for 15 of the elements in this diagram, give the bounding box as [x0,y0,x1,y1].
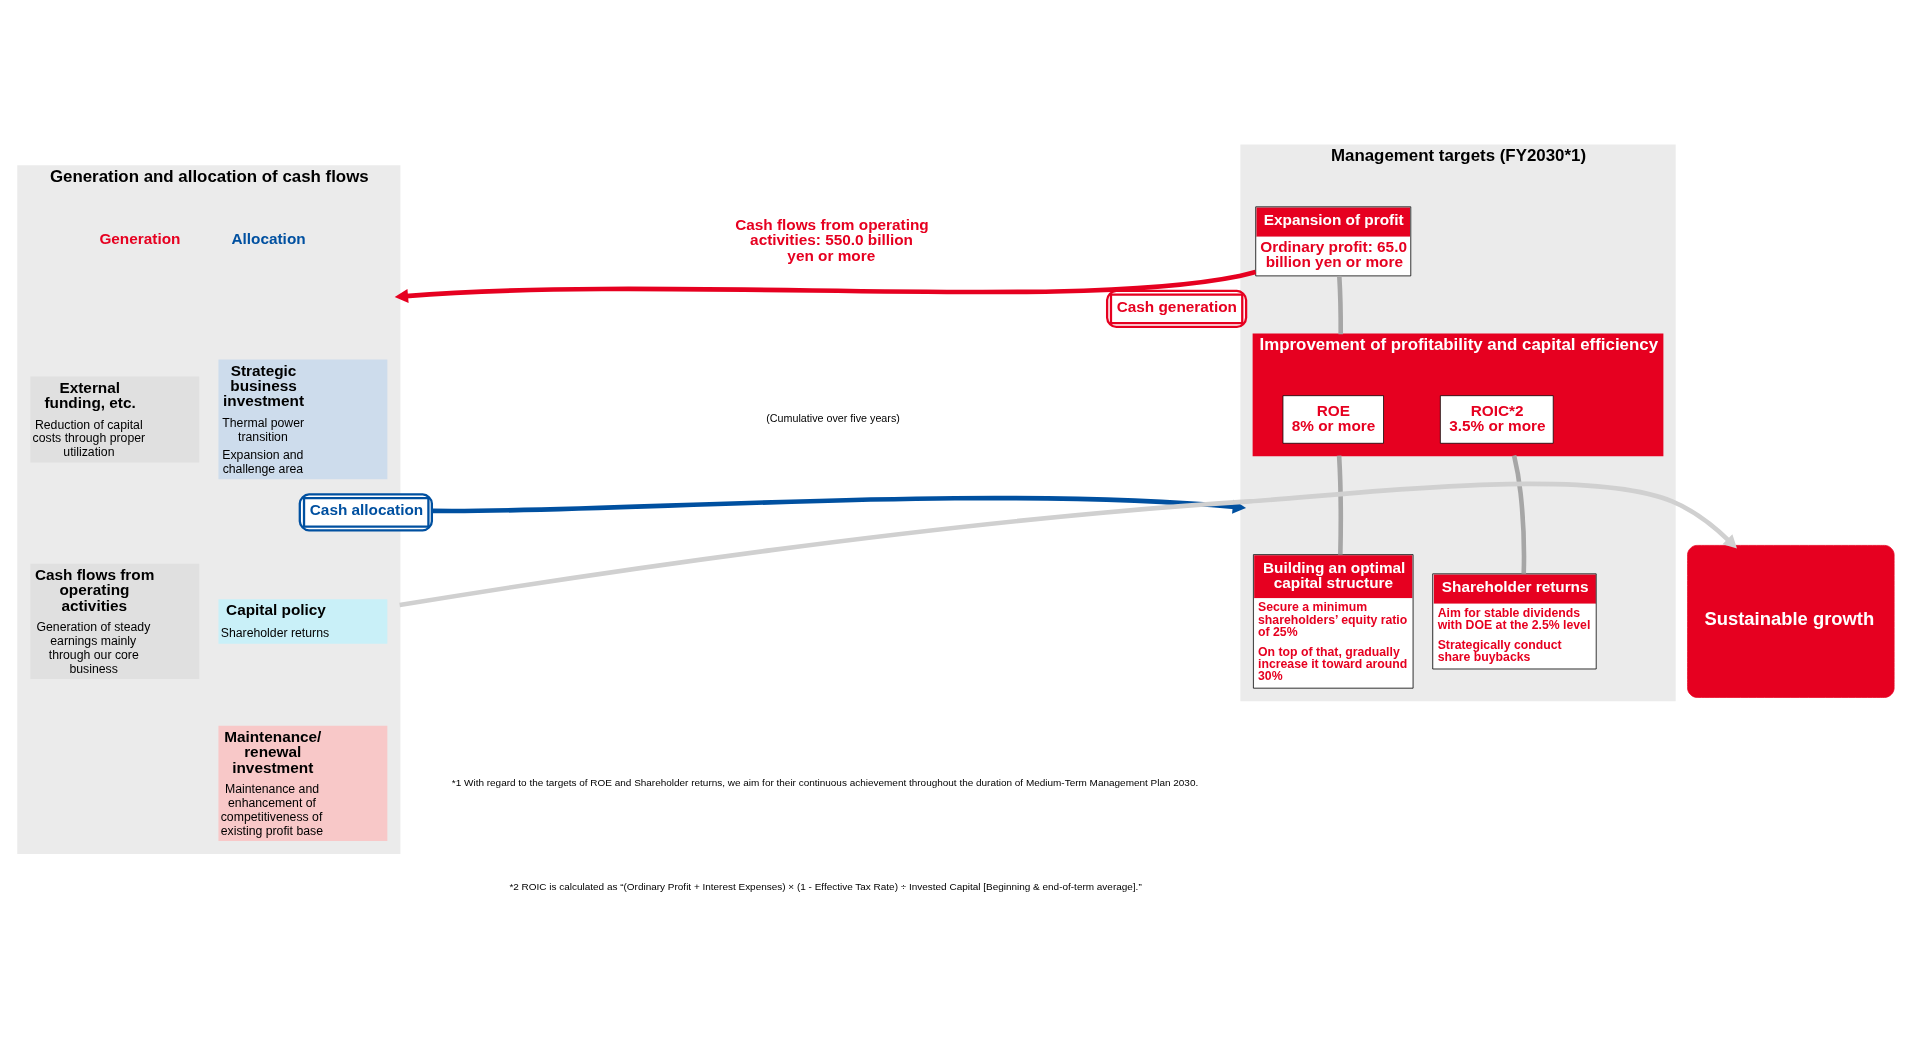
node-box: Capital policy Shareholder returns [218,598,388,644]
node-box: Sustainable growth [1687,544,1895,698]
connector [1511,454,1527,574]
label: Cash flows from operating activities: 550.0 billion yen or more [735,215,929,264]
node-box: Maintenance/ renewal investment Maintenance and enhancement of competitiveness of existing profit base [218,725,388,841]
connector [1336,454,1344,554]
label: Allocation [231,229,306,247]
node-box: Strategic business investment Thermal power transition Expansion and challenge area [218,359,388,479]
label: Generation [99,229,181,247]
edge-label: Cash generation [1116,297,1237,315]
arrow [394,269,1257,303]
label: (Cumulative over five years) [766,411,900,424]
label: *2 ROIC is calculated as “(Ordinary Profit + Interest Expenses) × (1 - Effective Tax Rate) ÷ Invested Capital [Beginning & end-of-term average].” [509,880,1142,892]
connector [1337,275,1344,334]
label: *1 With regard to the targets of ROE and Shareholder returns, we aim for their continuous achievement throughout the duration of Medium-Term Management Plan 2030. [451,776,1199,788]
